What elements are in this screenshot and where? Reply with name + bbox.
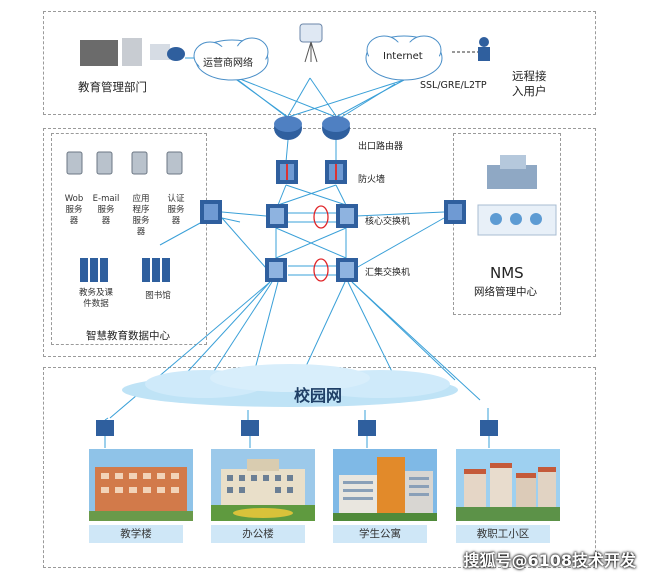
storage-label-library: 图书馆	[145, 291, 171, 301]
core-zone	[43, 128, 596, 357]
side-devices	[200, 200, 466, 224]
carrier-cloud	[193, 37, 269, 81]
building-staff-housing	[456, 449, 560, 521]
internet-label: Internet	[383, 51, 423, 62]
satellite-icon	[299, 23, 323, 63]
edu-dept-illustration	[80, 38, 185, 66]
nms-title: NMS	[490, 264, 524, 282]
exit-router-label: 出口路由器	[358, 142, 404, 152]
core-switches	[266, 204, 358, 228]
server-label-auth: 认证 服务 器	[167, 194, 185, 226]
aggregation-switches	[265, 258, 358, 282]
datacenter-title: 智慧教育数据中心	[86, 330, 170, 342]
server-label-web: Wob 服务 器	[64, 194, 84, 226]
building-office-label: 办公楼	[211, 525, 305, 543]
building-office	[211, 449, 315, 521]
nms-subtitle: 网络管理中心	[474, 286, 537, 298]
remote-user-illustration	[478, 37, 490, 61]
stack-rings	[313, 205, 329, 282]
server-label-app: 应用 程序 服务 器	[132, 194, 150, 237]
storage-label-courses: 教务及课 件数据	[78, 288, 113, 309]
campus-cloud	[122, 364, 458, 407]
agg-switch-label: 汇集交换机	[365, 268, 411, 278]
campus-title: 校园网	[294, 386, 343, 405]
internet-cloud	[365, 35, 443, 81]
datacenter-zone	[51, 133, 207, 345]
firewall-label: 防火墙	[358, 175, 386, 185]
server-icons	[66, 151, 183, 175]
building-staff-housing-label: 教职工小区	[456, 525, 550, 543]
remote-user-label: 远程接 入用户	[512, 69, 547, 98]
building-teaching-label: 教学楼	[89, 525, 183, 543]
wan-zone	[43, 11, 596, 115]
building-teaching	[89, 449, 193, 521]
firewalls	[276, 160, 347, 184]
vpn-label: SSL/GRE/L2TP	[420, 80, 487, 91]
carrier-net-label: 运营商网络	[203, 58, 253, 69]
access-switches	[96, 420, 498, 436]
server-label-email: E-mail 服务 器	[92, 194, 120, 226]
building-dorm	[333, 449, 437, 521]
core-switch-label: 核心交换机	[365, 217, 411, 227]
watermark: 搜狐号@6108技术开发	[463, 551, 636, 570]
exit-routers	[274, 116, 350, 140]
links	[104, 57, 490, 448]
building-dorm-label: 学生公寓	[333, 525, 427, 543]
edu-dept-label: 教育管理部门	[78, 80, 147, 94]
nms-illustration	[477, 155, 557, 236]
storage-icons	[80, 258, 170, 282]
